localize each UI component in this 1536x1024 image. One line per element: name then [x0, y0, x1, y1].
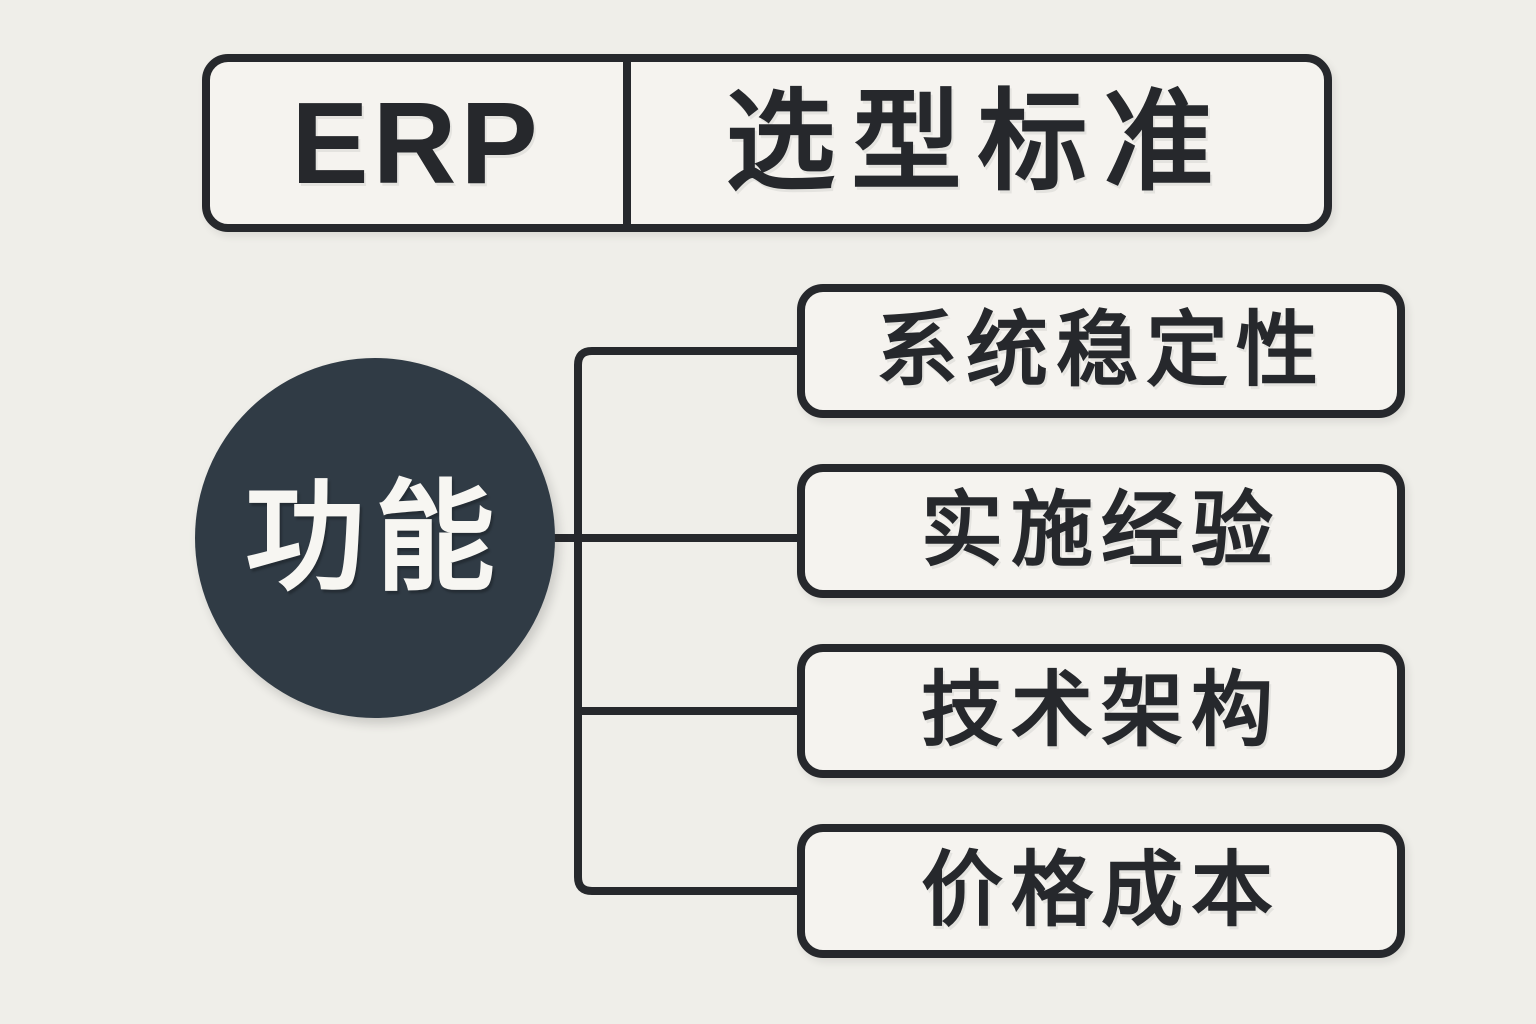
root-node-label: 功能: [245, 471, 505, 605]
title-cell-criteria: 选型标准: [631, 62, 1324, 224]
branch-box-technical-architecture: 技术架构: [797, 644, 1405, 778]
branch-label: 价格成本: [920, 845, 1281, 936]
title-erp-label: ERP: [291, 78, 542, 208]
branch-label: 系统稳定性: [875, 305, 1326, 396]
branch-box-price-cost: 价格成本: [797, 824, 1405, 958]
connector-trunk: [574, 347, 797, 895]
title-cell-erp: ERP: [210, 62, 631, 224]
branch-box-implementation-experience: 实施经验: [797, 464, 1405, 598]
branch-box-system-stability: 系统稳定性: [797, 284, 1405, 418]
branch-label: 实施经验: [920, 485, 1281, 576]
root-node-circle: 功能: [195, 358, 555, 718]
title-box: ERP 选型标准: [202, 54, 1332, 232]
branch-label: 技术架构: [920, 665, 1281, 756]
title-criteria-label: 选型标准: [725, 81, 1230, 204]
